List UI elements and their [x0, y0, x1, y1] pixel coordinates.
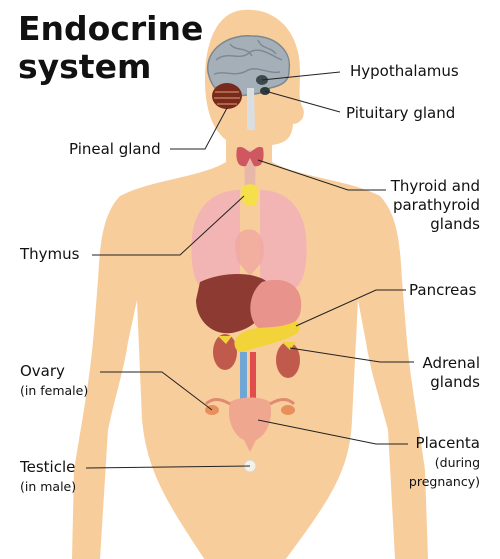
label-ovary-note: (in female): [20, 383, 89, 398]
label-thyroid: Thyroid and parathyroid glands: [390, 177, 480, 233]
heart: [235, 229, 264, 276]
diagram-title: Endocrine system: [18, 10, 203, 86]
leader-thyroid: [257, 159, 386, 191]
leader-placenta: [257, 419, 408, 445]
label-pancreas: Pancreas: [409, 281, 477, 299]
leader-adrenal: [289, 347, 414, 363]
thymus-organ: [241, 184, 259, 207]
aorta: [250, 352, 256, 404]
label-adrenal: Adrenal glands: [422, 354, 480, 391]
label-pineal: Pineal gland: [69, 140, 161, 158]
vena-cava: [240, 352, 247, 404]
leader-pancreas: [295, 289, 406, 327]
label-pituitary: Pituitary gland: [346, 104, 456, 122]
spinal-cord: [247, 88, 255, 130]
leader-lines: [85, 71, 414, 469]
lungs: [191, 190, 307, 290]
label-testicle: Testicle (in male): [20, 458, 77, 494]
label-testicle-note: (in male): [20, 479, 77, 494]
leader-thymus: [92, 195, 245, 256]
thyroid-organ: [236, 146, 264, 167]
pancreas-organ: [234, 321, 300, 353]
cerebellum: [212, 83, 242, 109]
title-line-2: system: [18, 47, 152, 86]
leader-pituitary: [264, 90, 341, 113]
leader-pineal: [170, 107, 228, 150]
adrenal-left: [218, 336, 232, 344]
label-placenta-note-2: pregnancy): [408, 474, 480, 489]
leader-hypothalamus: [261, 71, 341, 81]
label-hypothalamus: Hypothalamus: [350, 62, 459, 80]
title-line-1: Endocrine: [18, 9, 204, 48]
leader-testicle: [85, 465, 251, 469]
label-ovary: Ovary (in female): [20, 362, 89, 398]
label-placenta: Placenta (during pregnancy): [408, 434, 480, 489]
label-thymus: Thymus: [20, 245, 80, 263]
leader-ovary: [100, 371, 213, 411]
kidney-left: [213, 334, 237, 370]
stomach: [250, 279, 302, 332]
adrenal-right: [282, 342, 296, 350]
label-placenta-note-1: (during: [434, 455, 480, 470]
kidney-right: [276, 342, 300, 378]
